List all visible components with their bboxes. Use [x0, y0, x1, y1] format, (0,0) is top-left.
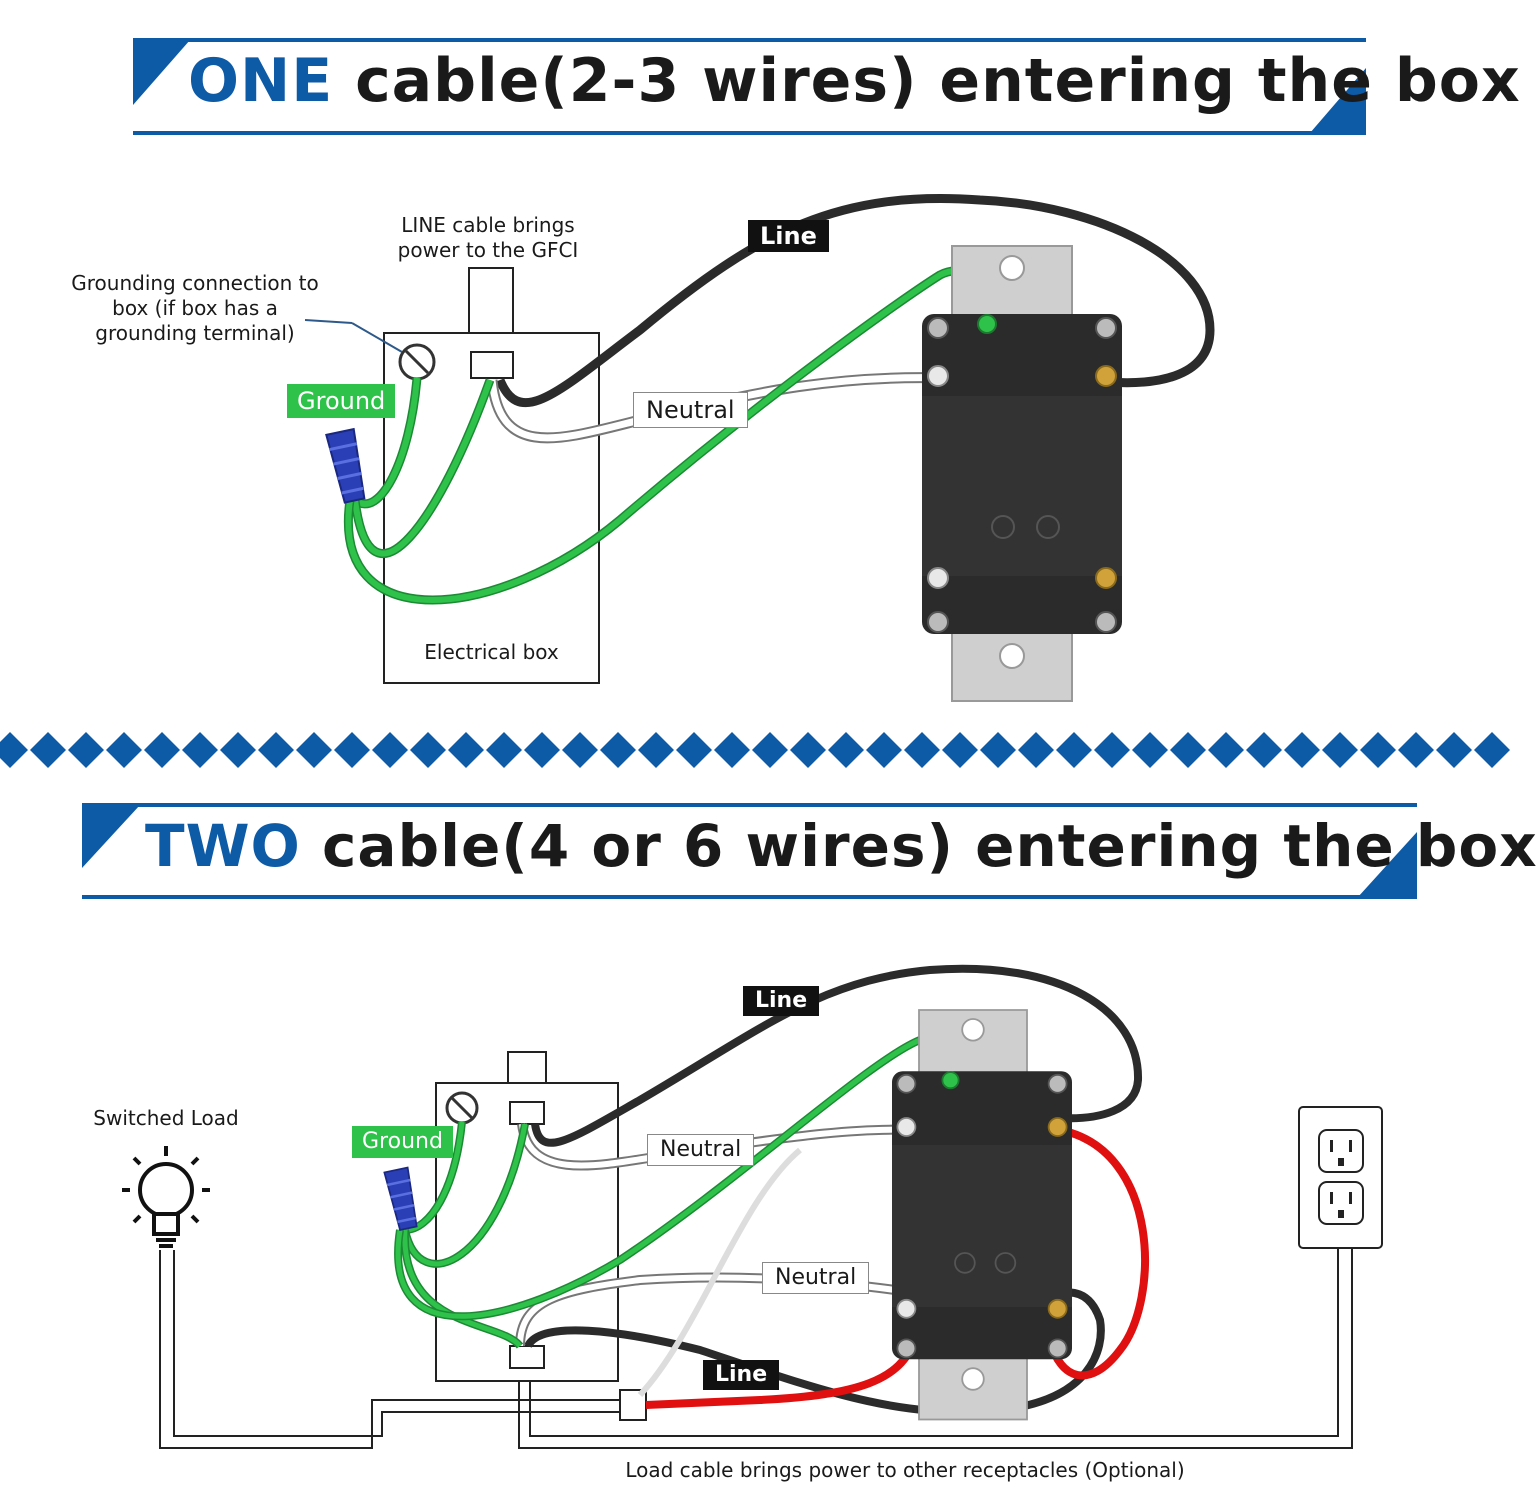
- line-tag-top: Line: [743, 986, 820, 1016]
- diamond-mark: [1018, 732, 1054, 768]
- diamond-mark: [1398, 732, 1434, 768]
- diamond-mark: [600, 732, 636, 768]
- diamond-mark: [1322, 732, 1358, 768]
- wire-nut-icon: [383, 1166, 422, 1232]
- section-one-diagram: [304, 194, 1215, 702]
- load-cable-note: Load cable brings power to other recepta…: [625, 1458, 1185, 1482]
- diamond-mark: [638, 732, 674, 768]
- ground-note-3: grounding terminal): [95, 321, 295, 345]
- title-rest: cable(4 or 6 wires) entering the box: [300, 812, 1538, 880]
- line-tag: Line: [748, 220, 829, 252]
- diamond-mark: [372, 732, 408, 768]
- diamond-mark: [1436, 732, 1472, 768]
- diamond-mark: [790, 732, 826, 768]
- title-highlight: ONE: [188, 46, 334, 116]
- diamond-mark: [106, 732, 142, 768]
- diamond-mark: [182, 732, 218, 768]
- diamond-mark: [296, 732, 332, 768]
- diamond-mark: [220, 732, 256, 768]
- diamond-mark: [0, 732, 28, 768]
- diamond-mark: [1132, 732, 1168, 768]
- banner-one: [133, 38, 1366, 135]
- neutral-tag: Neutral: [633, 392, 748, 428]
- diamond-mark: [334, 732, 370, 768]
- switched-load-label: Switched Load: [93, 1106, 239, 1130]
- diamond-mark: [1056, 732, 1092, 768]
- line-cable-note-1: LINE cable brings: [401, 213, 575, 237]
- duplex-outlet-icon: [1298, 1106, 1383, 1249]
- ground-note-1: Grounding connection to: [71, 271, 319, 295]
- diamond-mark: [1246, 732, 1282, 768]
- diamond-mark: [1094, 732, 1130, 768]
- diamond-mark: [980, 732, 1016, 768]
- diamond-mark: [30, 732, 66, 768]
- title-rest: cable(2-3 wires) entering the box: [333, 46, 1521, 116]
- diamond-mark: [562, 732, 598, 768]
- title-highlight: TWO: [145, 812, 301, 880]
- diamond-mark: [714, 732, 750, 768]
- wiring-diagram: ONE cable(2-3 wires) entering the box TW…: [0, 38, 1537, 1482]
- section-one-title: ONE cable(2-3 wires) entering the box: [188, 46, 1521, 116]
- line-cable-note-2: power to the GFCI: [397, 238, 579, 262]
- diamond-mark: [144, 732, 180, 768]
- ground-note: Grounding connection to box (if box has …: [55, 271, 335, 346]
- section-two-diagram: [122, 964, 1383, 1449]
- diamond-mark: [448, 732, 484, 768]
- ground-tag: Ground: [287, 384, 396, 418]
- banner-two: [82, 803, 1417, 899]
- diamond-mark: [866, 732, 902, 768]
- diamond-mark: [676, 732, 712, 768]
- line-cable-note: LINE cable brings power to the GFCI: [378, 213, 598, 263]
- gfci-receptacle-icon: [891, 1009, 1073, 1421]
- electrical-box-label: Electrical box: [424, 640, 559, 664]
- line-tag-bottom: Line: [703, 1360, 780, 1390]
- diamond-mark: [68, 732, 104, 768]
- neutral-tag-bottom: Neutral: [762, 1262, 870, 1294]
- diamond-mark: [904, 732, 940, 768]
- diagram-graphics: [0, 38, 1510, 1449]
- section-two-title: TWO cable(4 or 6 wires) entering the box: [145, 812, 1538, 880]
- diamond-mark: [486, 732, 522, 768]
- diamond-mark: [524, 732, 560, 768]
- ground-note-2: box (if box has a: [112, 296, 278, 320]
- ground-tag: Ground: [352, 1126, 453, 1158]
- light-bulb-icon: [122, 1146, 210, 1248]
- diamond-mark: [1208, 732, 1244, 768]
- wire-nut-icon: [324, 427, 370, 505]
- diamond-mark: [1284, 732, 1320, 768]
- diamond-mark: [752, 732, 788, 768]
- diamond-mark: [410, 732, 446, 768]
- diamond-divider: [0, 732, 1510, 768]
- diamond-mark: [942, 732, 978, 768]
- diamond-mark: [828, 732, 864, 768]
- diamond-mark: [1170, 732, 1206, 768]
- diamond-mark: [1474, 732, 1510, 768]
- diamond-mark: [258, 732, 294, 768]
- diamond-mark: [1360, 732, 1396, 768]
- gfci-receptacle-icon: [921, 245, 1123, 702]
- neutral-tag-top: Neutral: [647, 1134, 755, 1166]
